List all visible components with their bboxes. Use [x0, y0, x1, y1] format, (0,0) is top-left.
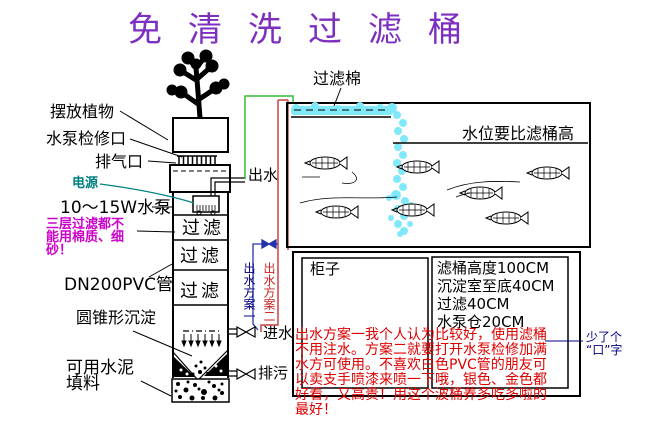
spec-pump-bay: 水泵仓20CM — [437, 313, 525, 331]
cabinet-stand — [292, 251, 581, 397]
label-plan1: 出水方案一 — [242, 262, 256, 322]
air-vent-comb — [177, 155, 218, 166]
inlet-pipe — [228, 328, 237, 335]
spec-height: 滤桶高度100CM — [437, 259, 550, 277]
cone-sediment — [172, 349, 229, 380]
label-cabinet: 柜子 — [310, 260, 341, 278]
spray-bar — [181, 330, 222, 348]
pump-icon — [192, 177, 245, 216]
specs-list: 滤桶高度100CM 沉淀室至底40CM 过滤40CM 水泵仓20CM — [437, 259, 555, 331]
note-line-2: 不用注水。方案二就要打开水泵检修加满 — [295, 342, 547, 358]
label-out-water: 出水 — [248, 166, 279, 184]
label-plan2: 出水方案二 — [262, 262, 276, 322]
drain-pipe — [228, 370, 237, 377]
label-warning-3: 砂！ — [46, 243, 73, 258]
label-pump: 10～15W水泵 — [60, 198, 172, 218]
fish-tank — [286, 102, 591, 248]
power-cord — [99, 183, 195, 204]
label-filter-1: 过滤 — [182, 218, 224, 239]
label-warning-2: 能用棉质、细 — [46, 230, 125, 245]
spec-sediment: 沉淀室至底40CM — [437, 277, 555, 295]
label-pvc-pipe: DN200PVC管 — [64, 275, 174, 295]
label-warning-1: 三层过滤都不 — [46, 217, 125, 232]
leader-lines — [119, 87, 342, 397]
label-filter-cotton: 过滤棉 — [313, 69, 362, 88]
red-note: 出水方案一我个人认为比较好，使用滤桶 不用注水。方案二就要打开水泵检修加满 水方… — [295, 328, 547, 418]
inlet-valve-icon — [236, 326, 256, 338]
note-line-1: 出水方案一我个人认为比较好，使用滤桶 — [295, 327, 547, 343]
label-air-outlet: 排气口 — [95, 152, 144, 171]
label-pump-access: 水泵检修口 — [46, 129, 127, 148]
cement-base — [171, 378, 230, 403]
drain-valve-icon — [236, 368, 256, 380]
filter-cotton-water — [291, 102, 414, 237]
plant-pot — [172, 117, 229, 153]
pump-access-chamber — [169, 164, 231, 193]
label-water-level: 水位要比滤桶高 — [462, 124, 575, 143]
label-cone: 圆锥形沉淀 — [76, 308, 157, 327]
note-line-6: 最好！ — [295, 402, 337, 418]
missing-char-note-2: “口”字 — [586, 343, 623, 357]
missing-char-note-1: 少了个 — [586, 330, 623, 344]
label-cement-1: 可用水泥 — [66, 358, 134, 378]
label-drain: 排污 — [258, 364, 289, 382]
label-in-water: 进水 — [263, 324, 294, 342]
note-line-4: 以卖支手喷漆来喷一下哦，银色、金色都 — [295, 372, 547, 388]
label-place-plant: 摆放植物 — [50, 102, 115, 121]
spec-filter: 过滤40CM — [437, 295, 510, 313]
note-line-5: 好看，又高贵！用这个波桶养多吃多啦的 — [295, 387, 547, 403]
label-cement-2: 填料 — [66, 374, 100, 394]
note-line-3: 水方可使用。不喜欢白色PVC管的朋友可 — [295, 357, 547, 373]
page-title: 免清洗过滤桶 — [128, 10, 488, 50]
plant-icon — [166, 49, 230, 121]
fish-school — [304, 156, 570, 225]
water-current-lines — [299, 171, 521, 204]
outlet-pipe-plan1 — [244, 95, 294, 179]
label-power: 电源 — [72, 176, 99, 191]
label-filter-2: 过滤 — [180, 246, 222, 267]
label-filter-3: 过滤 — [180, 281, 222, 302]
